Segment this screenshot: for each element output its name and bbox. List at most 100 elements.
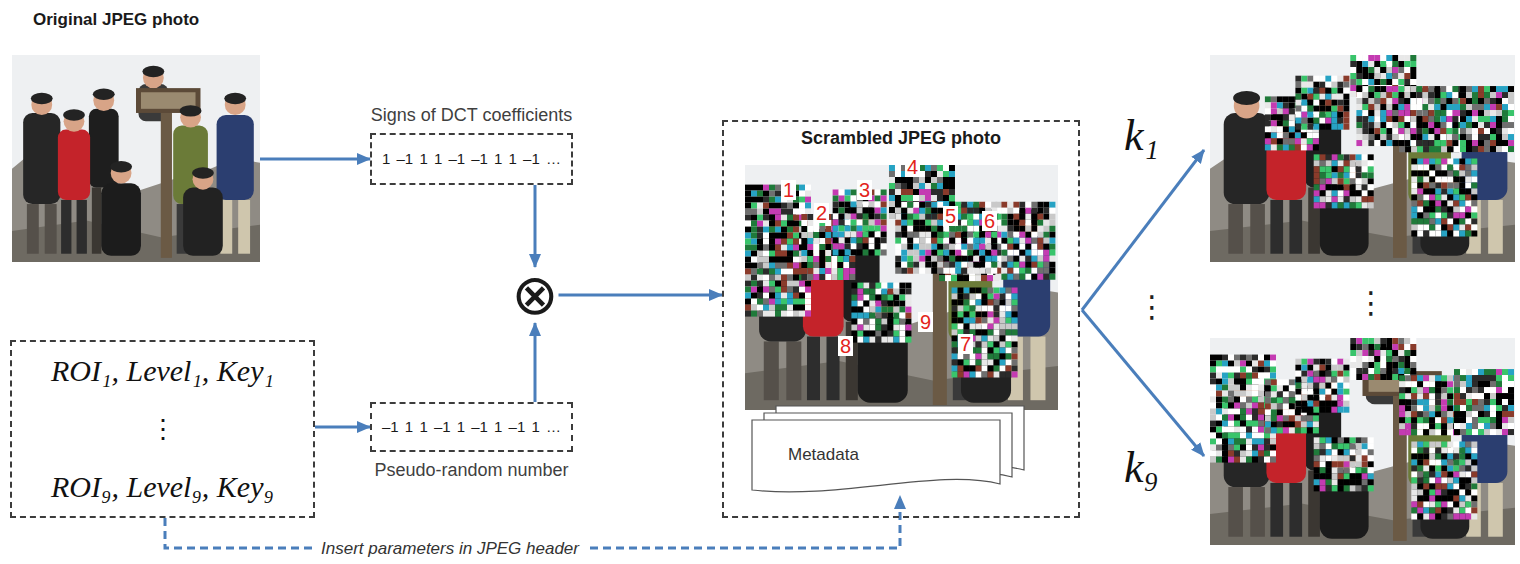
mosaic-cell: [1411, 128, 1417, 134]
person-body: [759, 234, 806, 342]
mosaic-cell: [1465, 171, 1471, 177]
mosaic-cell: [1000, 366, 1006, 372]
mosaic-cell: [1417, 98, 1423, 104]
mosaic-cell: [931, 207, 937, 213]
mosaic-cell: [913, 250, 919, 256]
mosaic-cell: [863, 301, 869, 307]
mosaic-cell: [757, 203, 763, 209]
mosaic-cell: [893, 319, 899, 325]
mosaic-cell: [1331, 124, 1337, 130]
mosaic-cell: [869, 250, 875, 256]
mosaic-cell: [925, 244, 931, 250]
mosaic-cell: [763, 281, 769, 287]
mosaic-cell: [845, 250, 851, 256]
mosaic-cell: [907, 262, 913, 268]
mosaic-cell: [899, 319, 905, 325]
mosaic-cell: [1019, 250, 1025, 256]
mosaic-cell: [925, 226, 931, 232]
mosaic-cell: [1417, 110, 1423, 116]
mosaic-cell: [1001, 250, 1007, 256]
mosaic-cell: [1031, 238, 1037, 244]
mosaic-cell: [1423, 195, 1429, 201]
mosaic-cell: [839, 202, 845, 208]
mosaic-cell: [1380, 67, 1386, 73]
mosaic-cell: [919, 226, 925, 232]
mosaic-cell: [1374, 79, 1380, 85]
mosaic-cell: [1000, 354, 1006, 360]
mosaic-cell: [1019, 214, 1025, 220]
mosaic-cell: [763, 191, 769, 197]
mosaic-cell: [1490, 116, 1496, 122]
mosaic-cell: [1447, 195, 1453, 201]
mosaic-cell: [1447, 134, 1453, 140]
mosaic-cell: [1502, 122, 1508, 128]
sign-board: [902, 204, 983, 233]
mosaic-cell: [1447, 189, 1453, 195]
mosaic-cell: [763, 275, 769, 281]
mosaic-cell: [901, 268, 907, 274]
mosaic-cell: [1013, 226, 1019, 232]
mosaic-cell: [1441, 195, 1447, 201]
person-head: [1472, 93, 1498, 119]
mosaic-cell: [995, 274, 1001, 280]
mosaic-cell: [1411, 104, 1417, 110]
mosaic-cell: [913, 183, 919, 189]
mosaic-cell: [943, 177, 949, 183]
mosaic-cell: [961, 226, 967, 232]
mosaic-cell: [769, 257, 775, 263]
mosaic-cell: [1325, 124, 1331, 130]
mosaic-cell: [973, 226, 979, 232]
mosaic-cell: [1271, 144, 1277, 150]
mosaic-cell: [893, 301, 899, 307]
mosaic-cell: [895, 195, 901, 201]
mosaic-cell: [969, 275, 975, 281]
mosaic-cell: [985, 232, 991, 238]
mosaic-cell: [943, 165, 949, 171]
mosaic-cell: [863, 208, 869, 214]
mosaic-cell: [1012, 324, 1018, 330]
mosaic-cell: [1277, 132, 1283, 138]
mosaic-cell: [813, 238, 819, 244]
mosaic-cell: [931, 268, 937, 274]
mosaic-cell: [751, 191, 757, 197]
mosaic-cell: [769, 197, 775, 203]
mosaic-cell: [905, 307, 911, 313]
mosaic-cell: [851, 226, 857, 232]
mosaic-cell: [1012, 372, 1018, 378]
mosaic-cell: [1453, 231, 1459, 237]
mosaic-cell: [951, 275, 957, 281]
mosaic-cell: [949, 268, 955, 274]
mosaic-cell: [899, 289, 905, 295]
mosaic-cell: [1484, 116, 1490, 122]
mosaic-cell: [1423, 146, 1429, 152]
mosaic-cell: [1484, 134, 1490, 140]
mosaic-cell: [925, 183, 931, 189]
mosaic-cell: [1417, 195, 1423, 201]
mosaic-cell: [857, 331, 863, 337]
mosaic-cell: [1441, 213, 1447, 219]
mosaic-cell: [1429, 189, 1435, 195]
mosaic-cell: [769, 233, 775, 239]
mosaic-cell: [1313, 124, 1319, 130]
mosaic-cell: [1314, 160, 1320, 166]
mosaic-cell: [1313, 100, 1319, 106]
person-head: [810, 231, 836, 257]
mosaic-cell: [905, 283, 911, 289]
mosaic-cell: [985, 202, 991, 208]
mosaic-cell: [1013, 244, 1019, 250]
mosaic-cell: [1356, 79, 1362, 85]
mosaic-cell: [1295, 106, 1301, 112]
person-leg: [92, 187, 102, 253]
mosaic-cell: [793, 221, 799, 227]
mosaic-cell: [1490, 146, 1496, 152]
mosaic-cell: [973, 244, 979, 250]
mosaic-cell: [799, 287, 805, 293]
mosaic-cell: [982, 348, 988, 354]
mosaic-cell: [1043, 226, 1049, 232]
mosaic-cell: [1049, 250, 1055, 256]
mosaic-cell: [1466, 86, 1472, 92]
person-body: [1266, 130, 1306, 200]
mosaic-cell: [1471, 213, 1477, 219]
mosaic-cell: [875, 214, 881, 220]
mosaic-cell: [1490, 128, 1496, 134]
